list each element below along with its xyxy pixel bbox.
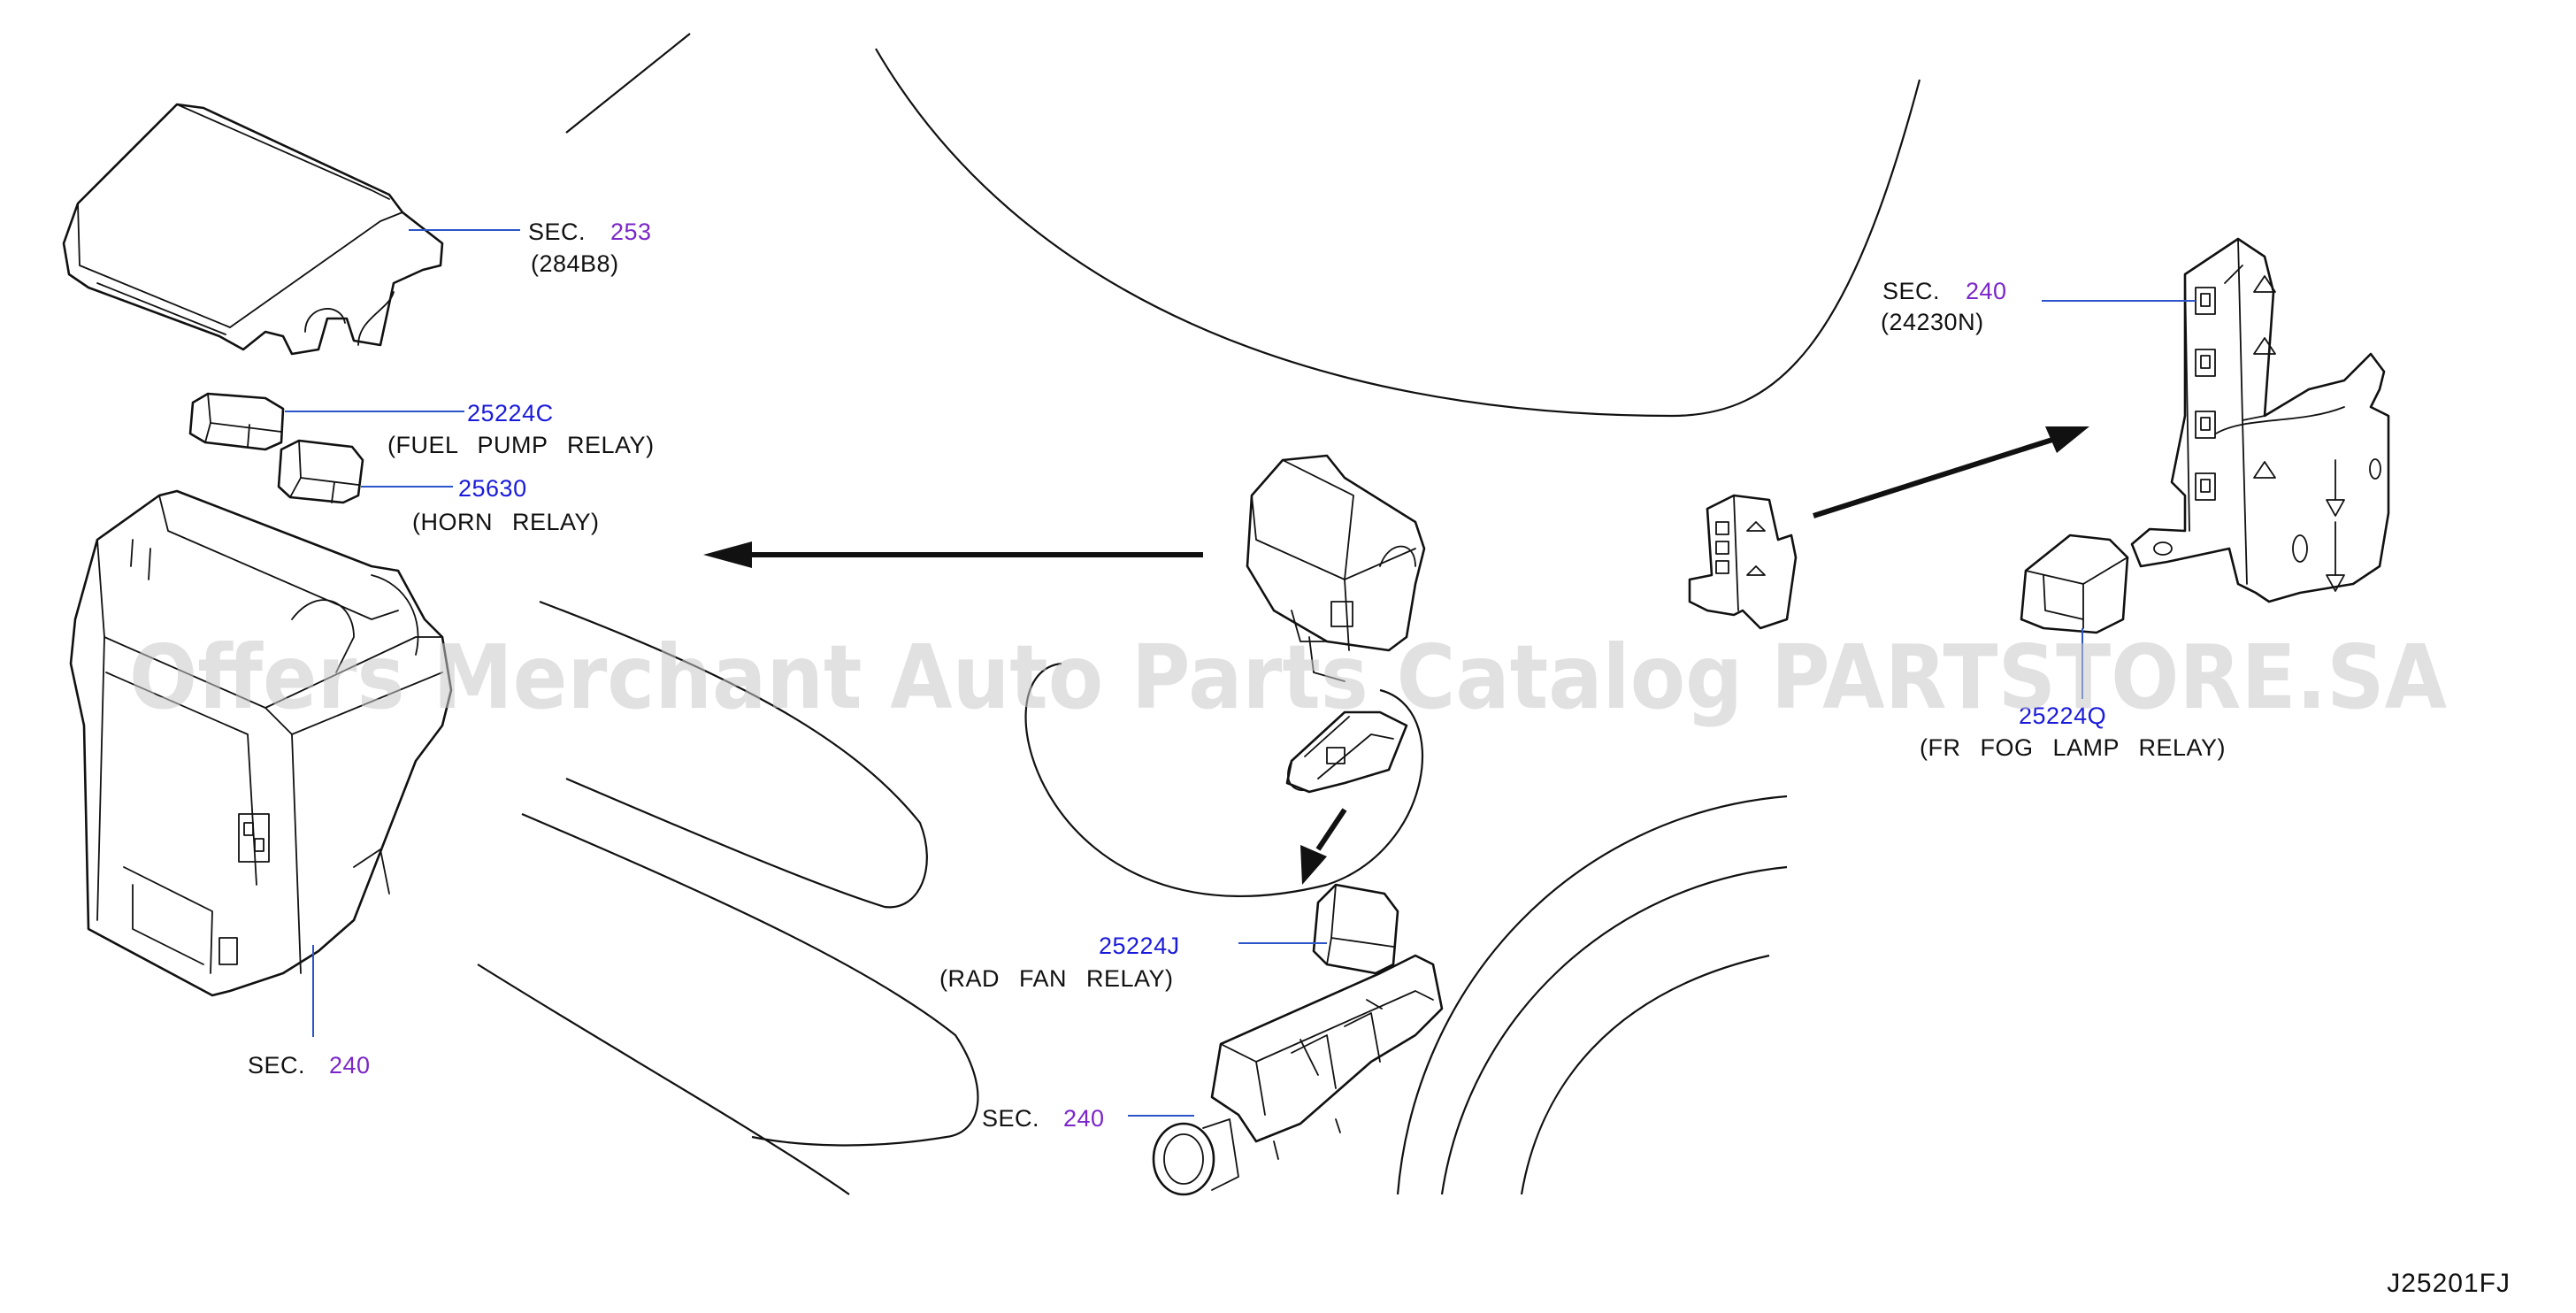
sec-240-bottom-link[interactable]: 240 (1063, 1105, 1105, 1132)
fog-relay-main-bracket (2130, 237, 2390, 603)
sec-240-right-link[interactable]: 240 (1966, 278, 2007, 304)
fog-relay-small-bracket (1688, 494, 1798, 630)
horn-relay-desc: (HORN RELAY) (412, 509, 600, 535)
sec-253-link[interactable]: 253 (610, 219, 652, 245)
diagram-code: J25201FJ (2387, 1269, 2511, 1298)
fog-lamp-relay-desc: (FR FOG LAMP RELAY) (1920, 734, 2226, 761)
callout-horn-relay: 25630 (HORN RELAY) (412, 475, 600, 535)
sec-253-part-code: (284B8) (531, 250, 619, 277)
callout-fuel-pump-relay: 25224C (FUEL PUMP RELAY) (387, 400, 655, 458)
down-arrow-head (1300, 845, 1327, 885)
rad-fan-relay (1312, 883, 1399, 975)
fuse-box-cover (62, 103, 444, 356)
callout-sec-240-bottom: SEC. 240 (982, 1105, 1105, 1132)
callout-fog-lamp-relay: 25224Q (FR FOG LAMP RELAY) (1920, 703, 2226, 761)
rad-fan-relay-desc: (RAD FAN RELAY) (939, 965, 1174, 992)
fog-lamp-relay-number[interactable]: 25224Q (2019, 703, 2106, 729)
fuel-pump-relay (188, 392, 285, 451)
sec-240-bottom-prefix: SEC. (982, 1105, 1039, 1132)
fuel-pump-relay-desc: (FUEL PUMP RELAY) (387, 432, 655, 458)
horn-relay-number[interactable]: 25630 (458, 475, 527, 502)
fog-lamp-relay (2020, 534, 2129, 634)
horn-relay (277, 439, 364, 504)
sec-253-prefix: SEC. (528, 219, 586, 245)
callout-sec-240-right: SEC. 240 (24230N) (1881, 278, 2007, 335)
watermark-text: Offers Merchant Auto Parts Catalog PARTS… (129, 626, 2447, 729)
callout-rad-fan-relay: 25224J (RAD FAN RELAY) (939, 933, 1180, 992)
arrows (703, 426, 2089, 885)
sec-240-left-link[interactable]: 240 (329, 1052, 371, 1079)
sec-240-left-prefix: SEC. (248, 1052, 305, 1079)
vehicle-body-outline (477, 33, 1921, 1195)
fuel-pump-relay-number[interactable]: 25224C (467, 400, 554, 426)
rad-fan-relay-number[interactable]: 25224J (1099, 933, 1180, 959)
left-arrow-head (703, 541, 752, 568)
callout-sec-240-left: SEC. 240 (248, 1052, 371, 1079)
fuse-box-body (69, 489, 453, 997)
rad-fan-relay-bracket (1152, 954, 1444, 1196)
center-relay-box (1246, 454, 1426, 682)
callout-sec-253: SEC. 253 (284B8) (528, 219, 652, 277)
leader-lines (285, 229, 2196, 1117)
sec-240-right-part-code: (24230N) (1881, 309, 1984, 335)
sec-240-right-prefix: SEC. (1882, 278, 1940, 304)
right-arrow-head (2045, 426, 2089, 453)
center-relay-clip (1285, 710, 1408, 794)
